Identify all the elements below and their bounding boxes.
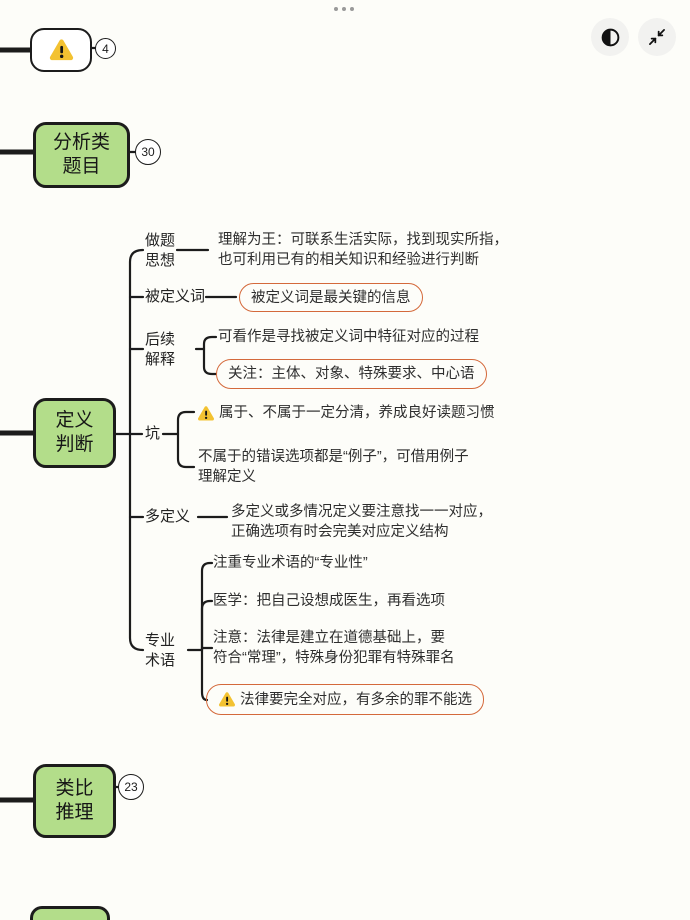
highlighted-note-topic[interactable]: 关注：主体、对象、特殊要求、中心语 (216, 359, 487, 389)
note-line: 属于、不属于一定分清，养成良好读题习惯 (219, 405, 495, 421)
note-topic[interactable]: 理解为王：可联系生活实际，找到现实所指， 也可利用已有的相关知识和经验进行判断 (218, 230, 508, 270)
note-topic[interactable]: 属于、不属于一定分清，养成良好读题习惯 (197, 403, 495, 423)
collapse-arrows-icon (647, 27, 667, 47)
contrast-toggle-button[interactable] (591, 18, 629, 56)
node-label: 类比推理 (55, 778, 94, 823)
note-topic[interactable]: 注重专业术语的“专业性” (213, 553, 368, 573)
note-topic[interactable]: 医学：把自己设想成医生，再看选项 (213, 591, 445, 611)
note-line: 法律要完全对应，有多余的罪不能选 (240, 691, 472, 708)
warning-topic-node[interactable] (30, 28, 92, 72)
note-line: 注意：法律是建立在道德基础上，要 (213, 630, 445, 646)
note-topic[interactable]: 可看作是寻找被定义词中特征对应的过程 (218, 327, 479, 347)
note-line: 符合“常理”，特殊身份犯罪有特殊罪名 (213, 650, 455, 666)
warning-triangle-icon (197, 405, 215, 422)
definition-judgment-node[interactable]: 定义判断 (33, 398, 116, 468)
analysis-questions-node[interactable]: 分析类题目 (33, 122, 130, 188)
note-topic[interactable]: 注意：法律是建立在道德基础上，要 符合“常理”，特殊身份犯罪有特殊罪名 (213, 628, 455, 668)
note-line: 多定义或多情况定义要注意找一一对应， (231, 504, 492, 520)
note-line: 理解定义 (198, 469, 256, 485)
branch-label-defined-term[interactable]: 被定义词 (145, 288, 206, 305)
note-line: 也可利用已有的相关知识和经验进行判断 (218, 252, 479, 268)
partial-node-bottom[interactable] (30, 906, 110, 920)
note-topic[interactable]: 多定义或多情况定义要注意找一一对应， 正确选项有时会完美对应定义结构 (231, 502, 492, 542)
highlighted-note-topic[interactable]: 被定义词是最关键的信息 (239, 283, 423, 312)
branch-label-terminology[interactable]: 专业术语 (145, 632, 176, 669)
note-line: 理解为王：可联系生活实际，找到现实所指， (218, 232, 508, 248)
branch-label-approach[interactable]: 做题思想 (145, 232, 176, 269)
analogy-reasoning-node[interactable]: 类比推理 (33, 764, 116, 838)
note-line: 关注：主体、对象、特殊要求、中心语 (228, 366, 475, 382)
branch-label-multi-definition[interactable]: 多定义 (145, 508, 191, 525)
collapse-view-button[interactable] (638, 18, 676, 56)
note-line: 医学：把自己设想成医生，再看选项 (213, 593, 445, 609)
collapsed-count-badge[interactable]: 30 (135, 139, 161, 165)
note-topic[interactable]: 不属于的错误选项都是“例子”，可借用例子 理解定义 (198, 447, 469, 487)
note-line: 被定义词是最关键的信息 (251, 289, 411, 306)
dot (342, 7, 346, 11)
more-menu-icon[interactable] (334, 7, 354, 11)
node-label: 定义判断 (55, 410, 94, 455)
warning-triangle-icon (48, 38, 75, 62)
contrast-icon (600, 27, 621, 48)
branch-label-pitfalls[interactable]: 坑 (145, 425, 161, 442)
collapsed-count-badge[interactable]: 4 (95, 38, 116, 59)
note-line: 可看作是寻找被定义词中特征对应的过程 (218, 329, 479, 345)
dot (350, 7, 354, 11)
branch-label-explanation[interactable]: 后续解释 (145, 331, 176, 368)
warning-triangle-icon (218, 691, 236, 708)
note-line: 不属于的错误选项都是“例子”，可借用例子 (198, 449, 469, 465)
node-label: 分析类题目 (52, 132, 110, 177)
collapsed-count-badge[interactable]: 23 (118, 774, 144, 800)
dot (334, 7, 338, 11)
note-line: 注重专业术语的“专业性” (213, 555, 368, 571)
note-line: 正确选项有时会完美对应定义结构 (231, 524, 449, 540)
highlighted-note-topic[interactable]: 法律要完全对应，有多余的罪不能选 (206, 684, 484, 715)
